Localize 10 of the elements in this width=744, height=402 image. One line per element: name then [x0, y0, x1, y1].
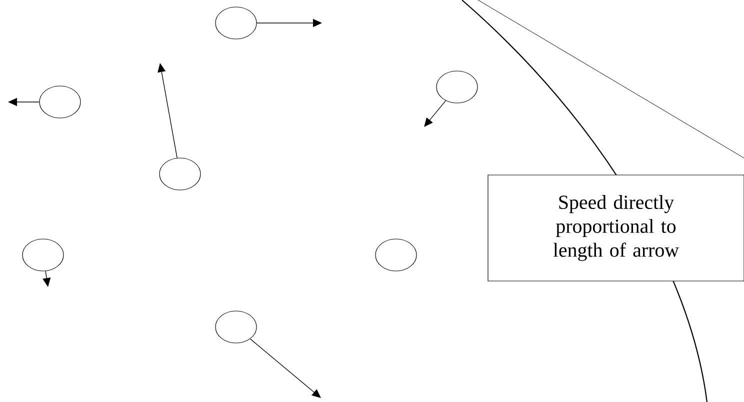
- text-box: Speed directly proportional to length of arrow: [488, 174, 744, 282]
- molecule-ellipse: [159, 158, 201, 190]
- molecule-ellipse: [39, 86, 81, 118]
- molecule-ellipse: [22, 238, 64, 272]
- velocity-arrow: [250, 338, 321, 398]
- velocity-arrow: [424, 100, 446, 127]
- molecule-ellipse: [215, 310, 257, 344]
- molecule-ellipse: [215, 6, 257, 40]
- molecule-ellipse: [375, 238, 417, 272]
- molecule-ellipse: [436, 70, 478, 104]
